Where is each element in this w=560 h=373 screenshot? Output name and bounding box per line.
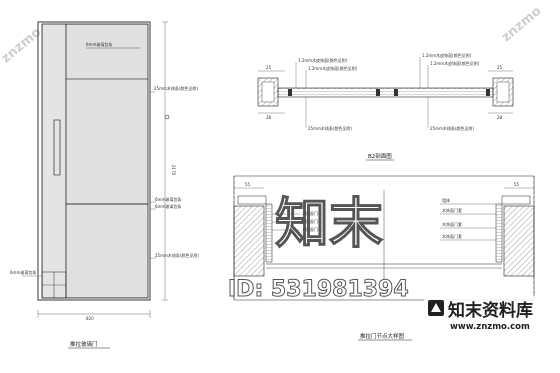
b2-annotation-3: 25mm木线条(颜色见附) xyxy=(308,125,352,131)
watermark-id: ID: 531981394 xyxy=(228,277,409,302)
node-left-wall xyxy=(233,205,265,277)
b2-annotation-2: 1.2mm木皮饰面(颜色见附) xyxy=(308,65,358,71)
logo-badge: 知末资料库 www.znzmo.com xyxy=(424,296,556,332)
node-right-wall xyxy=(503,205,535,277)
section-b2: 25 25 28 28 1.2mm木皮饰面(颜色见附) 1.2mm木皮饰面(颜色… xyxy=(257,52,514,161)
b2-annotation-1: 1.2mm木皮饰面(颜色见附) xyxy=(298,57,348,63)
node-annotation-6: 木饰面门套 xyxy=(442,221,462,227)
node-door-leaf-left xyxy=(265,203,273,263)
node-annotation-1: 木饰面门套 xyxy=(302,210,322,216)
logo-url-text: www.znzmo.com xyxy=(450,322,530,332)
logo-brand-text: 知末资料库 xyxy=(447,300,533,321)
corner-watermark-right: znzmo xyxy=(499,4,545,46)
node-annotation-3: 木饰面门套 xyxy=(302,226,322,232)
door-glass-panel xyxy=(65,78,149,205)
b2-annotation-4: 1.2mm木皮饰面(颜色见附) xyxy=(422,52,472,58)
front-annotation-1: 6mm玻璃包条 xyxy=(86,41,112,47)
section-node-detail: 55 55 木饰面门套 木饰面门套 木饰面门套 墙体 木饰面门套 木饰面门套 木… xyxy=(233,175,535,341)
front-annotation-2: 25mm木线条(颜色见附) xyxy=(154,85,198,91)
b2-dim-1: 25 xyxy=(266,65,272,70)
door-height-dim: 2170 xyxy=(171,165,176,176)
door-marker xyxy=(164,114,170,120)
node-annotation-2: 木饰面门套 xyxy=(302,218,322,224)
node-annotation-5: 木饰面门套 xyxy=(442,207,462,213)
door-outer-frame xyxy=(37,21,151,301)
node-door-leaf-right xyxy=(495,203,503,263)
b2-annotation-6: 25mm木线条(颜色见附) xyxy=(430,125,474,131)
b2-door-panel xyxy=(277,87,494,98)
door-upper-panel xyxy=(65,23,149,80)
door-width-dim: 820 xyxy=(86,316,94,321)
node-annotation-4: 墙体 xyxy=(442,197,450,203)
door-front-view: 2170 820 6mm玻璃包条 25mm木线条(颜色见附) 6mm玻璃包条 6… xyxy=(10,21,199,349)
b2-dim-2: 25 xyxy=(497,65,503,70)
b2-annotation-5: 1.2mm木皮饰面(颜色见附) xyxy=(430,60,480,66)
b2-dim-4: 28 xyxy=(497,115,503,120)
node-dim-1: 55 xyxy=(245,182,251,187)
door-lower-panel xyxy=(65,203,149,299)
logo-icon xyxy=(428,300,444,316)
front-annotation-6: 6mm玻璃包条 xyxy=(10,269,36,275)
front-annotation-5: 25mm木线条(颜色见附) xyxy=(155,252,199,258)
b2-caption: B2剖面图 xyxy=(368,152,392,160)
door-handle xyxy=(53,119,61,176)
node-annotation-7: 木饰面门套 xyxy=(442,233,462,239)
node-caption: 推拉门节点大样图 xyxy=(360,332,405,340)
b2-dim-3: 28 xyxy=(266,115,272,120)
front-view-caption: 推拉玻璃门 xyxy=(70,340,98,348)
front-annotation-4: 6mm玻璃包条 xyxy=(155,203,181,209)
watermark-brand: 知末 xyxy=(275,192,383,255)
node-dim-2: 55 xyxy=(514,182,520,187)
front-annotation-3: 6mm玻璃包条 xyxy=(155,196,181,202)
